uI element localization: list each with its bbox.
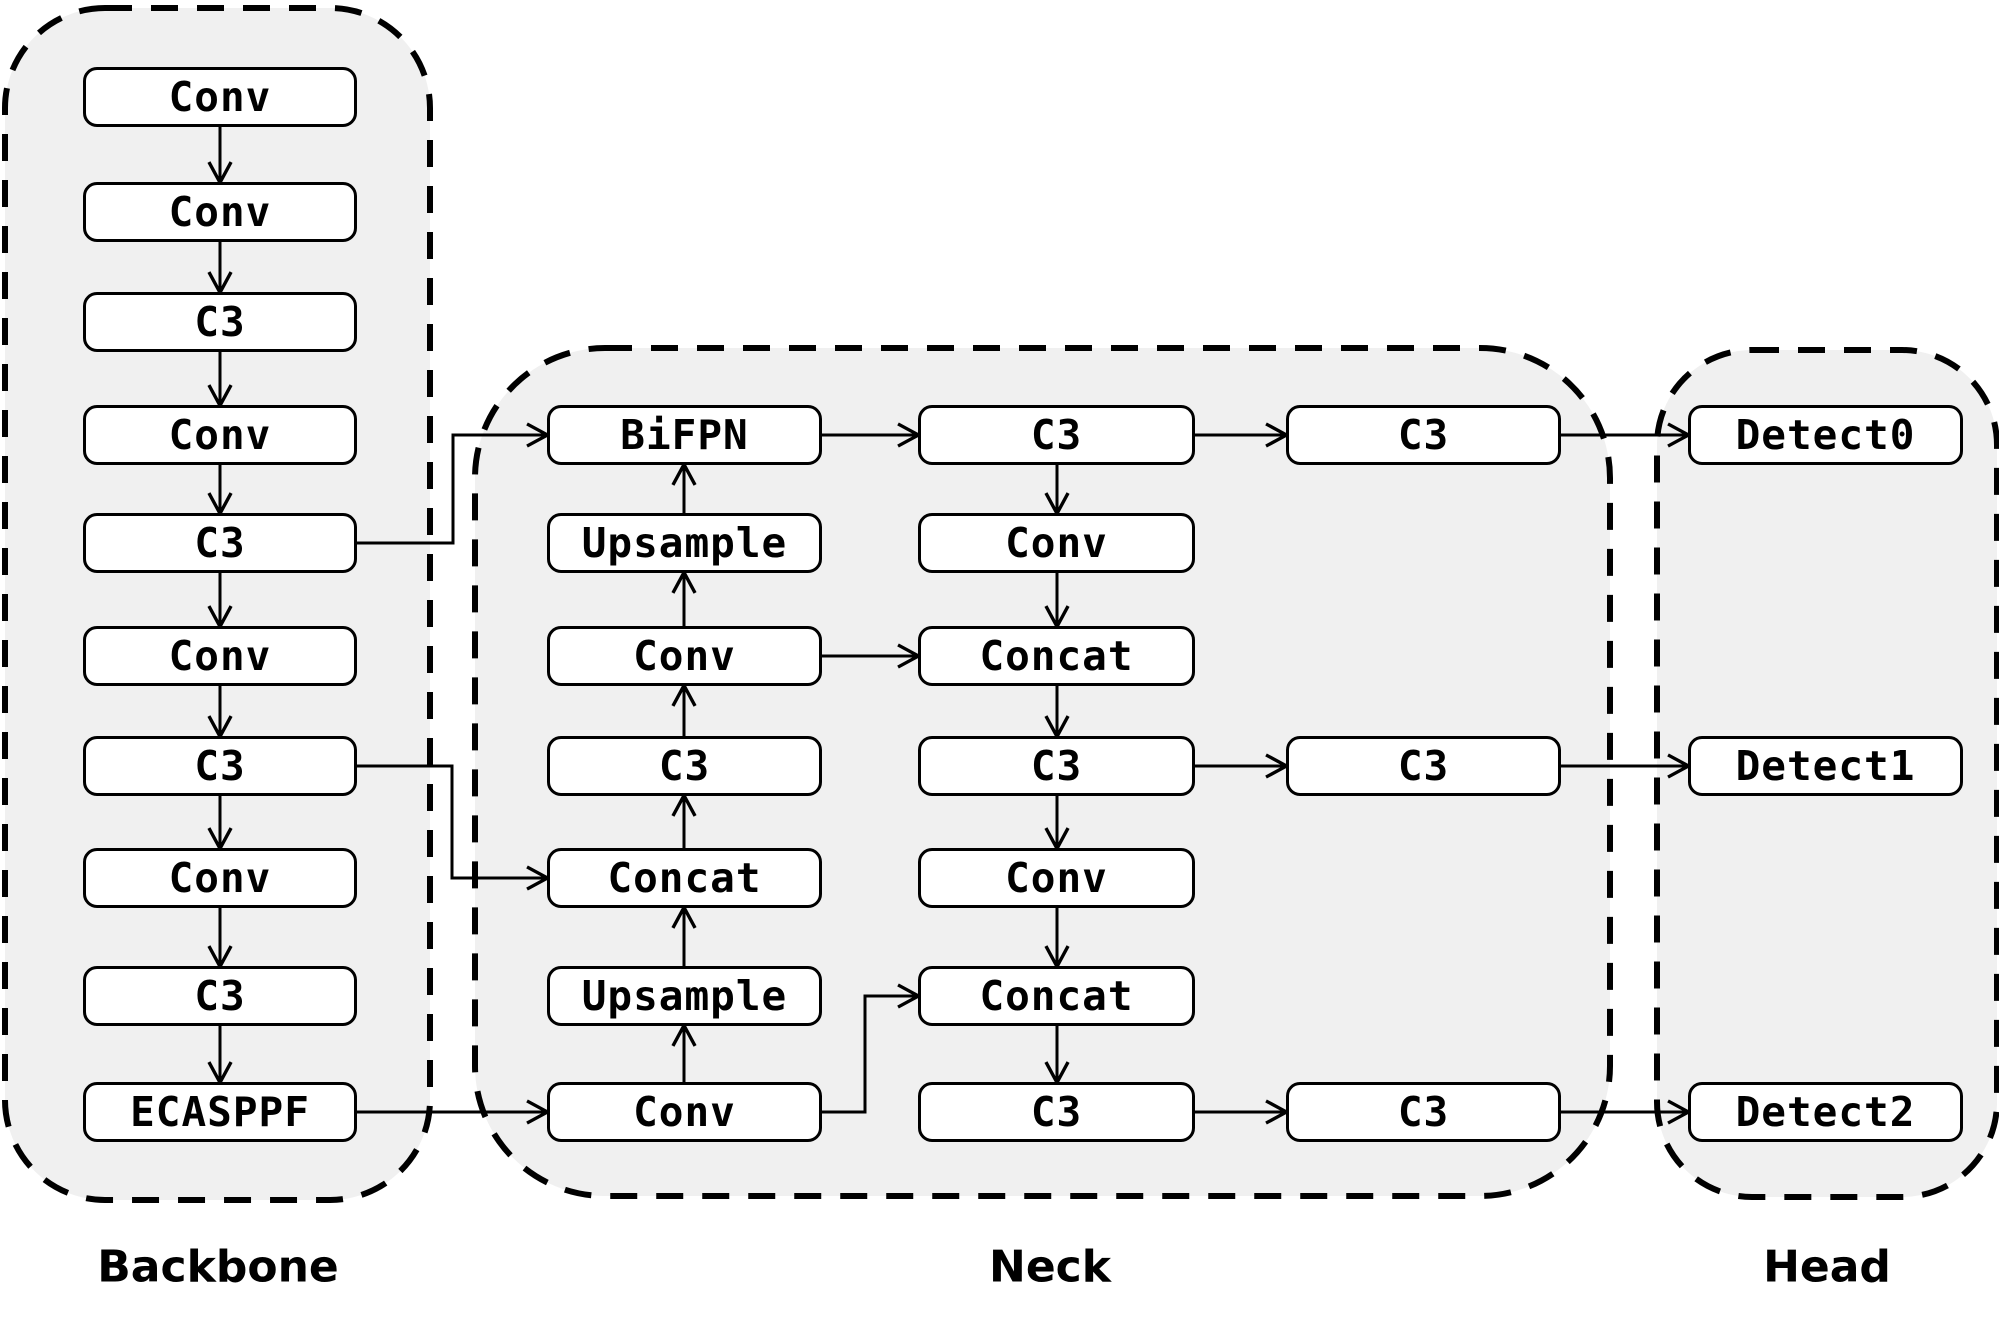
node-backbone-c3-4: C3	[83, 966, 357, 1026]
node-backbone-conv-4: Conv	[83, 626, 357, 686]
node-backbone-ecasppf: ECASPPF	[83, 1082, 357, 1142]
node-head-detect2: Detect2	[1688, 1082, 1963, 1142]
node-neck-c3-3: C3	[918, 736, 1195, 796]
node-backbone-c3-3: C3	[83, 736, 357, 796]
node-neck-concat-2: Concat	[918, 626, 1195, 686]
node-neck-c3-out1: C3	[1286, 736, 1561, 796]
node-neck-concat-3: Concat	[918, 966, 1195, 1026]
node-backbone-c3-1: C3	[83, 292, 357, 352]
node-neck-c3-out0: C3	[1286, 405, 1561, 465]
node-head-detect1: Detect1	[1688, 736, 1963, 796]
connection-arrows	[220, 127, 1688, 1112]
edge-backbone-c3-2-to-neck-bifpn	[357, 435, 547, 545]
node-backbone-conv-5: Conv	[83, 848, 357, 908]
node-neck-upsample-1: Upsample	[547, 513, 822, 573]
node-backbone-c3-2: C3	[83, 513, 357, 573]
node-neck-upsample-2: Upsample	[547, 966, 822, 1026]
edge-backbone-c3-3-to-neck-concat-1	[357, 764, 547, 878]
node-neck-c3-4: C3	[918, 1082, 1195, 1142]
node-neck-conv-2: Conv	[547, 1082, 822, 1142]
node-neck-c3-2: C3	[918, 405, 1195, 465]
node-backbone-conv-2: Conv	[83, 182, 357, 242]
head-region-label: Head	[1763, 1241, 1891, 1293]
edge-neck-conv-2-to-neck-concat-3	[822, 996, 918, 1114]
node-neck-conv-1: Conv	[547, 626, 822, 686]
node-head-detect0: Detect0	[1688, 405, 1963, 465]
node-backbone-conv-1: Conv	[83, 67, 357, 127]
node-backbone-conv-3: Conv	[83, 405, 357, 465]
node-neck-concat-1: Concat	[547, 848, 822, 908]
node-neck-bifpn: BiFPN	[547, 405, 822, 465]
node-neck-conv-4: Conv	[918, 848, 1195, 908]
neck-region-label: Neck	[988, 1241, 1112, 1293]
backbone-region-label: Backbone	[97, 1241, 339, 1293]
node-neck-conv-3: Conv	[918, 513, 1195, 573]
node-neck-c3-out2: C3	[1286, 1082, 1561, 1142]
node-neck-c3-1: C3	[547, 736, 822, 796]
